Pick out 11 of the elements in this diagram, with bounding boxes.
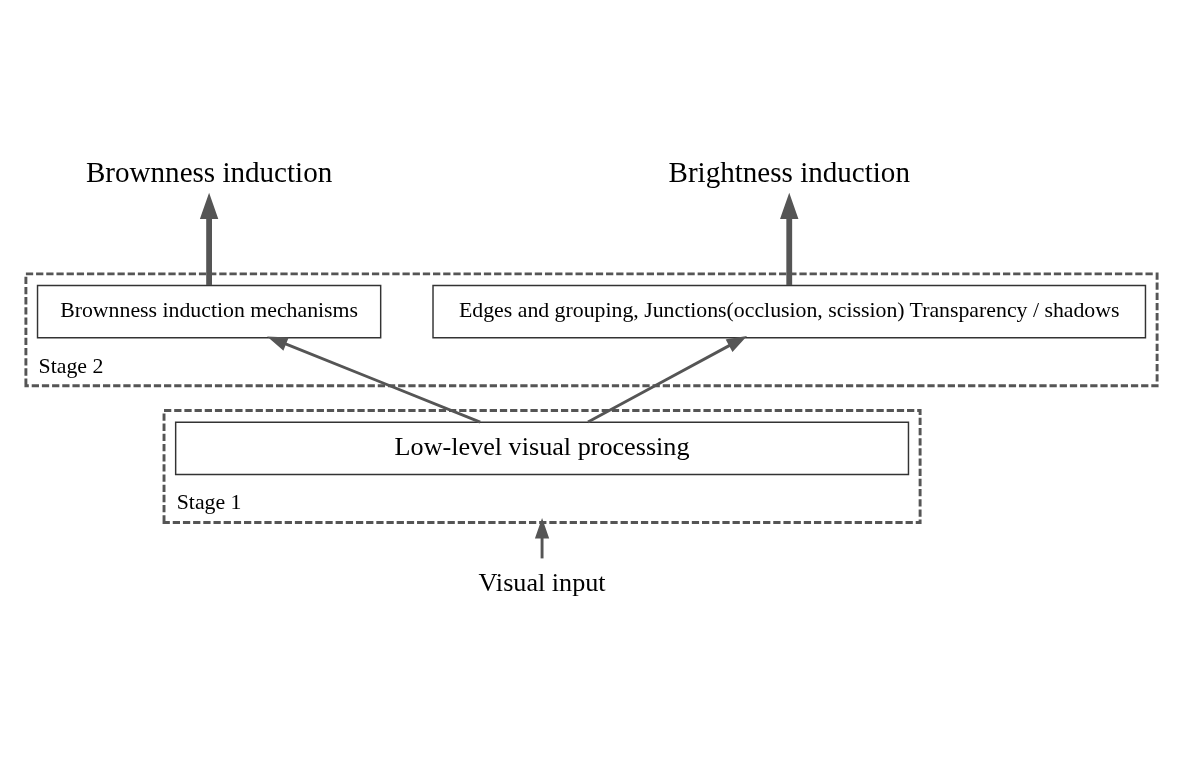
arrow: [267, 335, 481, 423]
node-text: Brightness induction: [668, 155, 910, 188]
node-text: Visual input: [478, 567, 606, 597]
node-text: Brownness induction: [85, 155, 333, 188]
node-box: Brownness induction mechanisms: [36, 284, 382, 339]
arrow: [199, 192, 219, 285]
arrow: [534, 517, 550, 558]
arrow: [587, 335, 748, 423]
node-box: Edges and grouping, Junctions(occlusion, scission) Transparency / shadows: [432, 284, 1147, 339]
node-box: Low-level visual processing: [174, 420, 910, 475]
arrow: [780, 192, 799, 285]
